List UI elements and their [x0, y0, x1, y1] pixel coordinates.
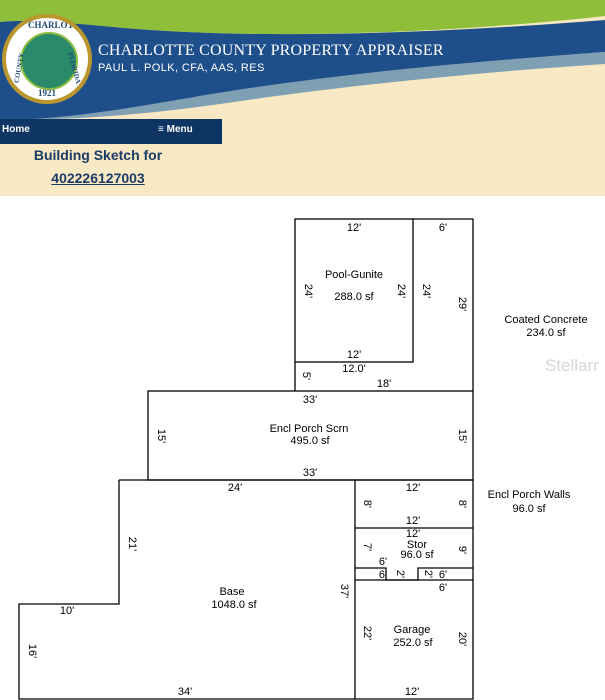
nav-bar: Home ≡ Menu — [0, 119, 222, 144]
dim-stor-2b: 2' — [422, 570, 434, 578]
dim-pool-right: 24' — [395, 284, 407, 298]
dim-stor-6a: 6' — [379, 556, 387, 568]
porch-walls-area: 96.0 sf — [512, 503, 546, 515]
dim-stor-left: 7' — [361, 543, 373, 551]
dim-walls-right: 8' — [456, 500, 468, 508]
seal-text-top: CHARLOTTE — [28, 20, 86, 30]
dim-garage-right: 20' — [456, 632, 468, 646]
dim-porch-left: 15' — [155, 429, 167, 443]
garage-name: Garage — [394, 624, 431, 636]
coated-area: 234.0 sf — [526, 327, 566, 339]
dim-walls-bottom: 12' — [406, 515, 420, 527]
dim-pool-bottom: 12' — [347, 349, 361, 361]
dim-garage-bottom: 12' — [405, 686, 419, 698]
pool-name: Pool-Gunite — [325, 269, 383, 281]
nav-home-link[interactable]: Home — [2, 124, 30, 135]
dim-coated-top: 6' — [439, 222, 447, 234]
site-subtitle: PAUL L. POLK, CFA, AAS, RES — [98, 62, 265, 74]
dim-base-top: 24' — [228, 482, 242, 494]
dim-pool-top: 12' — [347, 222, 361, 234]
coated-name: Coated Concrete — [504, 314, 587, 326]
dim-step-18: 18' — [377, 378, 391, 390]
coated-outline — [413, 218, 474, 391]
stor-area: 96.0 sf — [400, 549, 434, 561]
stor-name: Stor — [407, 539, 428, 551]
watermark: Stellarr — [545, 356, 599, 375]
dim-base-bottom: 34' — [178, 686, 192, 698]
base-area: 1048.0 sf — [211, 599, 257, 611]
pool-area: 288.0 sf — [334, 291, 374, 303]
dim-stor-top: 12' — [406, 528, 420, 540]
dim-walls-left: 8' — [361, 500, 373, 508]
dim-porch-bottom: 33' — [303, 467, 317, 479]
stor-bottom — [355, 567, 473, 581]
porch-scrn-name: Encl Porch Scrn — [270, 423, 349, 435]
parcel-number-link[interactable]: 402226127003 — [51, 170, 145, 186]
dim-porch-top: 33' — [303, 394, 317, 406]
header-banner — [0, 0, 605, 120]
dim-step-5: 5' — [300, 372, 312, 380]
seal-year: 1921 — [38, 88, 56, 98]
site-title: CHARLOTTE COUNTY PROPERTY APPRAISER — [98, 42, 444, 59]
dim-porch-right: 15' — [456, 429, 468, 443]
building-sketch: 12' 6' 24' 24' 24' 29' Pool-Gunite 288.0… — [18, 218, 588, 700]
site-header: CHARLOTTE COUNTY FLORIDA 1921 CHARLOTTE … — [0, 0, 605, 196]
base-name: Base — [219, 586, 244, 598]
dim-coated-inner: 24' — [420, 284, 432, 298]
dim-stor-6b: 6' — [379, 569, 387, 581]
dim-stor-right: 9' — [456, 546, 468, 554]
dim-coated-right: 29' — [456, 297, 468, 311]
dim-garage-left: 22' — [361, 626, 373, 640]
nav-menu-button[interactable]: ≡ Menu — [158, 124, 193, 135]
seal-emblem — [20, 32, 78, 90]
dim-stor-2a: 2' — [394, 570, 406, 578]
porch-walls-name: Encl Porch Walls — [488, 489, 571, 501]
dim-garage-top: 6' — [439, 582, 447, 594]
dim-pool-left: 24' — [302, 284, 314, 298]
dim-base-step: 10' — [60, 605, 74, 617]
dim-walls-top: 12' — [406, 482, 420, 494]
dim-stor-6c: 6' — [439, 569, 447, 581]
dim-base-right: 37' — [338, 584, 350, 598]
garage-area: 252.0 sf — [393, 637, 433, 649]
porch-scrn-area: 495.0 sf — [290, 435, 330, 447]
dim-base-left-lower: 16' — [26, 644, 38, 658]
dim-base-left-upper: 21' — [126, 537, 138, 551]
page-heading: Building Sketch for — [33, 147, 163, 163]
pool-outline — [294, 218, 414, 363]
base-outline — [18, 479, 474, 700]
county-seal-logo: CHARLOTTE COUNTY FLORIDA 1921 — [2, 14, 92, 104]
dim-step-12: 12.0' — [342, 363, 366, 375]
